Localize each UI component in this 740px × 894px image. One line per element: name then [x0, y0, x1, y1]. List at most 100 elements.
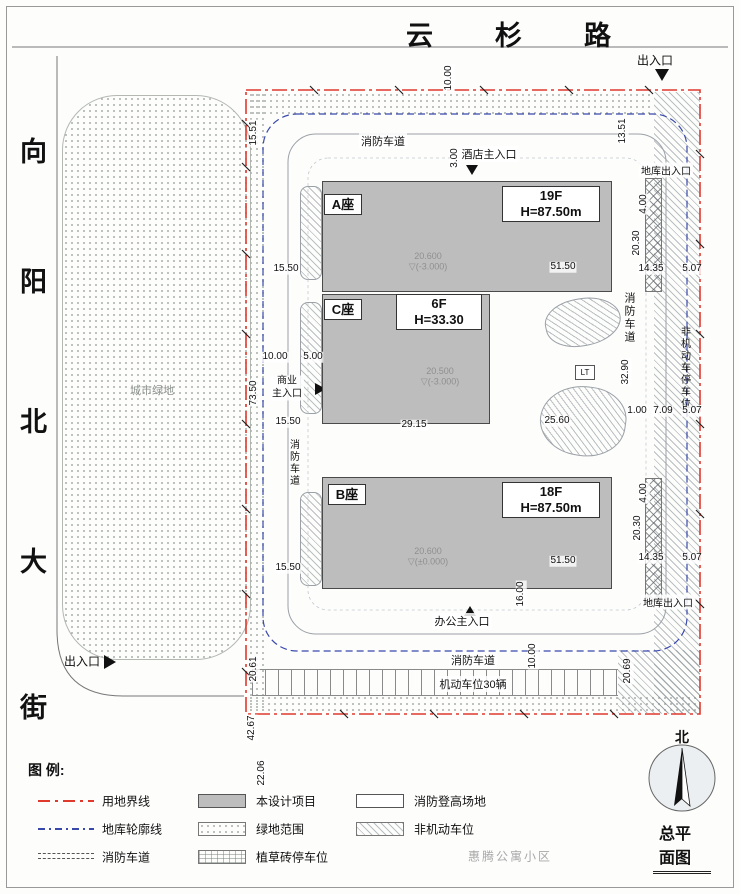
dimension: 32.90 — [619, 358, 632, 386]
legend-label-nonmotor: 非机动车位 — [414, 822, 475, 837]
dimension: 7.09 — [652, 404, 674, 417]
nonmotor-parking-label: 非机动车停车位 — [678, 326, 690, 410]
dimension: 15.50 — [272, 262, 300, 275]
building-b-name: B座 — [335, 486, 359, 502]
business-entrance-line1: 商业 — [277, 375, 297, 387]
grass-brick-strip — [300, 492, 322, 586]
garage-entrance-label-bottom: 地库出入口 — [641, 594, 695, 610]
watermark-text: 惠腾公寓小区 — [467, 849, 553, 864]
exit-label-top: 出入口 — [636, 53, 674, 68]
legend-swatch-fire-platform — [356, 794, 404, 808]
legend-label-grass-brick: 植草砖停车位 — [256, 850, 329, 865]
building-c-height: H=33.30 — [414, 312, 464, 327]
drawing-title: 总平面图 — [653, 820, 711, 874]
dimension: 5.07 — [681, 262, 703, 275]
building-b-datum: ▽(±0.000) — [407, 556, 449, 567]
dimension: 3.00 — [448, 147, 461, 169]
dimension: 1.00 — [626, 404, 648, 417]
business-entrance-line2: 主入口 — [272, 388, 302, 399]
north-label: 北 — [675, 729, 689, 745]
dimension: 5.00 — [302, 350, 324, 363]
building-c-elevation: 20.500 — [426, 366, 454, 376]
building-c-name: C座 — [331, 301, 355, 317]
dimension: 22.06 — [255, 759, 268, 787]
city-green-label: 城市绿地 — [130, 385, 174, 397]
drawing-border — [6, 6, 734, 888]
legend-swatch-basement-outline — [38, 828, 94, 830]
legend-swatch-fire-lane — [38, 853, 94, 859]
dimension: 13.51 — [616, 117, 629, 145]
dimension: 15.51 — [247, 119, 260, 147]
dimension: 51.50 — [549, 260, 577, 273]
dimension: 20.30 — [631, 514, 644, 542]
dimension: 4.00 — [637, 482, 650, 504]
dimension: 15.50 — [274, 415, 302, 428]
lt-label: LT — [580, 368, 590, 377]
garage-ramp-top — [645, 178, 662, 292]
dimension: 10.00 — [442, 64, 455, 92]
building-c-info-tag: 6F H=33.30 — [396, 294, 482, 330]
legend-swatch-green-range — [198, 822, 246, 836]
dimension: 73.50 — [247, 379, 260, 407]
dimension: 10.00 — [261, 350, 289, 363]
city-green-area — [62, 95, 251, 660]
dimension: 4.00 — [637, 193, 650, 215]
legend-title: 图 例: — [28, 762, 65, 778]
dimension: 16.00 — [514, 580, 527, 608]
legend-label-basement-outline: 地库轮廓线 — [102, 822, 163, 837]
legend-swatch-grass-brick — [198, 850, 246, 864]
garage-entrance-label-top: 地库出入口 — [639, 162, 693, 178]
dimension: 5.07 — [681, 551, 703, 564]
legend-label-fire-lane: 消防车道 — [102, 850, 151, 865]
fire-lane-label-bottom: 消防车道 — [449, 652, 497, 668]
legend-label-project: 本设计项目 — [256, 794, 317, 809]
building-a-datum: ▽(-3.000) — [408, 261, 448, 272]
dimension: 51.50 — [549, 554, 577, 567]
building-b-name-tag: B座 — [328, 484, 366, 505]
building-b-elevation: 20.600 — [414, 546, 442, 556]
dimension: 20.69 — [621, 657, 634, 685]
building-a-floors: 19F — [539, 188, 563, 204]
fire-lane-label-right: 消防车道 — [623, 292, 635, 344]
dimension: 15.50 — [274, 561, 302, 574]
dimension: 20.30 — [630, 229, 643, 257]
building-c-floors: 6F — [431, 296, 447, 312]
road-name-left-char: 向 — [20, 137, 47, 167]
motor-parking-row — [252, 669, 618, 696]
building-c-datum: ▽(-3.000) — [420, 376, 460, 387]
road-name-left-char: 阳 — [20, 267, 47, 297]
fire-lane-label-top: 消防车道 — [359, 133, 407, 149]
building-a-elevation: 20.600 — [414, 251, 442, 261]
dimension: 14.35 — [637, 262, 665, 275]
green-strip-top — [250, 92, 650, 116]
dimension: 29.15 — [400, 418, 428, 431]
legend-swatch-nonmotor — [356, 822, 404, 836]
road-name-left-char: 北 — [20, 407, 47, 437]
dimension: 42.67 — [245, 714, 258, 742]
building-a-info-tag: 19F H=87.50m — [502, 186, 600, 222]
dimension: 25.60 — [543, 414, 571, 427]
dimension: 10.00 — [526, 642, 539, 670]
exit-label-bottom: 出入口 — [63, 654, 101, 669]
fire-lane-label-left: 消防车道 — [287, 439, 299, 487]
hotel-entrance-label: 酒店主入口 — [459, 146, 519, 162]
road-name-left-char: 街 — [20, 693, 47, 723]
legend-label-site-boundary: 用地界线 — [102, 794, 151, 809]
grass-brick-strip — [300, 186, 322, 280]
building-b-info-tag: 18F H=87.50m — [502, 482, 600, 518]
building-a-name: A座 — [331, 196, 355, 212]
legend-label-green-range: 绿地范围 — [256, 822, 305, 837]
road-name-top: 云杉路 — [406, 21, 673, 51]
road-name-left-char: 大 — [20, 547, 47, 577]
office-entrance-label: 办公主入口 — [432, 613, 492, 629]
legend-label-fire-platform: 消防登高场地 — [414, 794, 487, 809]
dimension: 20.61 — [247, 655, 260, 683]
building-a-name-tag: A座 — [324, 194, 362, 215]
building-b-floors: 18F — [539, 484, 563, 500]
building-b-height: H=87.50m — [520, 500, 582, 515]
building-a-height: H=87.50m — [520, 204, 582, 219]
legend-swatch-site-boundary — [38, 800, 94, 802]
motor-parking-label: 机动车位30辆 — [437, 676, 509, 692]
business-entrance-label: 商业 主入口 — [270, 375, 304, 401]
